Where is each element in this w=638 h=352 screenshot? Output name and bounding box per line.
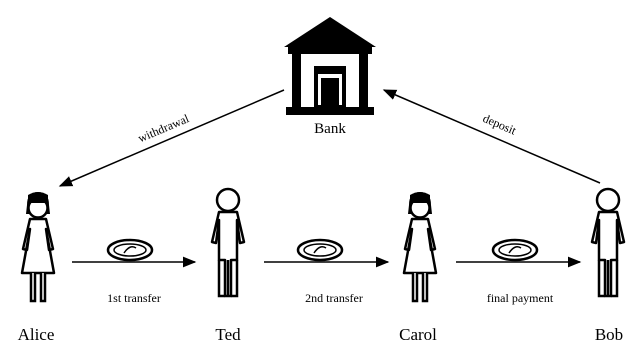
person-name-carol: Carol [399,325,437,344]
person-name-ted: Ted [215,325,241,344]
bank-icon [284,17,376,115]
withdrawal-label: withdrawal [136,111,192,145]
transfer-label-2: 2nd transfer [305,291,363,305]
carol-figure [402,190,438,303]
deposit-arrow [382,89,601,184]
transfer-label-3: final payment [487,291,554,305]
person-name-alice: Alice [18,325,55,344]
withdrawal-arrow [58,89,285,187]
coin-icon [491,238,539,262]
ted-figure [210,187,246,298]
person-name-bob: Bob [595,325,623,344]
bank-label: Bank [314,121,346,137]
coin-icon [296,238,344,262]
bob-figure [590,187,626,298]
alice-figure [20,190,56,303]
transfer-label-1: 1st transfer [107,291,161,305]
coin-icon [106,238,154,262]
